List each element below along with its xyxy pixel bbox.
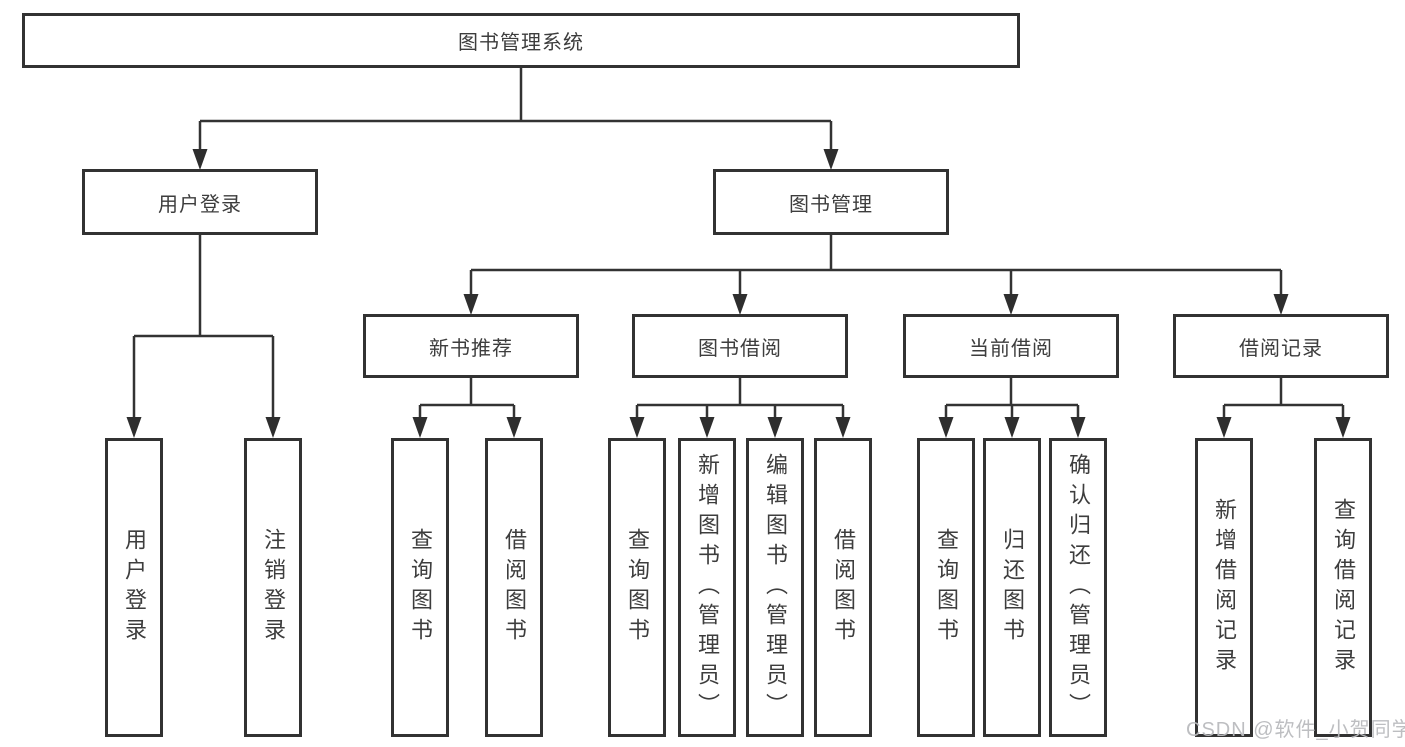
csdn-watermark: CSDN @软件_小贺同学 xyxy=(1186,719,1405,741)
node-borrowing-records: 借阅记录 xyxy=(1173,314,1389,378)
node-label: 编辑图书（管理员） xyxy=(763,452,788,723)
node-borrow-books-recommend: 借阅图书 xyxy=(485,438,543,737)
node-label: 查询图书 xyxy=(408,527,433,648)
node-query-books-current: 查询图书 xyxy=(917,438,975,737)
node-label: 确认归还（管理员） xyxy=(1066,452,1091,723)
node-label: 借阅图书 xyxy=(502,527,527,648)
node-new-book-recommendation: 新书推荐 xyxy=(363,314,579,378)
arrowhead-icons xyxy=(126,149,1351,438)
node-return-books: 归还图书 xyxy=(983,438,1041,737)
node-add-borrow-record: 新增借阅记录 xyxy=(1195,438,1253,737)
node-user-login-action: 用户登录 xyxy=(105,438,163,737)
node-label: 归还图书 xyxy=(1000,527,1025,648)
node-label: 查询借阅记录 xyxy=(1331,497,1356,678)
node-label: 查询图书 xyxy=(625,527,650,648)
node-label: 新增图书（管理员） xyxy=(695,452,720,723)
node-logout-action: 注销登录 xyxy=(244,438,302,737)
node-add-books-admin: 新增图书（管理员） xyxy=(678,438,736,737)
node-label: 用户登录 xyxy=(122,527,147,648)
node-current-borrowing: 当前借阅 xyxy=(903,314,1119,378)
node-book-management-system: 图书管理系统 xyxy=(22,13,1020,68)
node-query-books-borrowing: 查询图书 xyxy=(608,438,666,737)
node-label: 注销登录 xyxy=(261,527,286,648)
node-label: 查询图书 xyxy=(934,527,959,648)
node-query-borrow-record: 查询借阅记录 xyxy=(1314,438,1372,737)
node-confirm-return-admin: 确认归还（管理员） xyxy=(1049,438,1107,737)
node-query-books-recommend: 查询图书 xyxy=(391,438,449,737)
node-edit-books-admin: 编辑图书（管理员） xyxy=(746,438,804,737)
node-book-management: 图书管理 xyxy=(713,169,949,235)
node-label: 新增借阅记录 xyxy=(1212,497,1237,678)
node-user-login: 用户登录 xyxy=(82,169,318,235)
node-borrow-books-borrowing: 借阅图书 xyxy=(814,438,872,737)
node-book-borrowing: 图书借阅 xyxy=(632,314,848,378)
node-label: 借阅图书 xyxy=(831,527,856,648)
